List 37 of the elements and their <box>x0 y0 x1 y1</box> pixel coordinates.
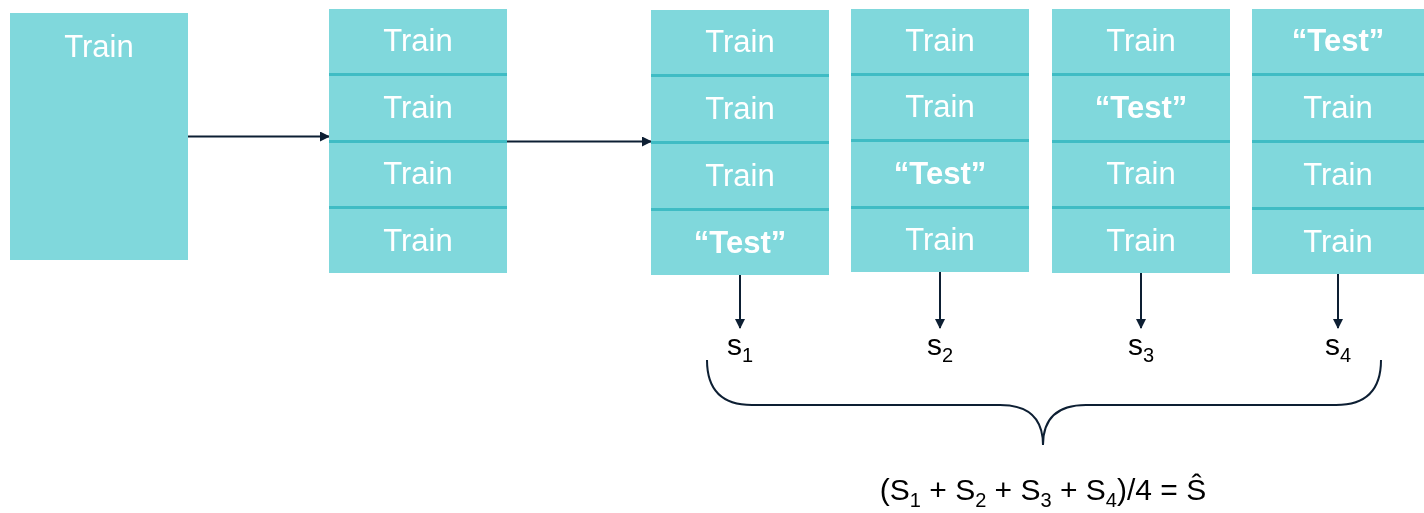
train-fold-cell: Train <box>651 144 829 208</box>
fold-stack <box>1052 9 1230 273</box>
arrow <box>1333 273 1343 329</box>
score-label: s$_{4}$ <box>1313 328 1363 366</box>
train-fold-cell: Train <box>329 75 507 140</box>
fold-stack <box>329 9 507 273</box>
train-fold-cell: Train <box>1252 210 1424 274</box>
score-label: s$_{3}$ <box>1116 328 1166 366</box>
test-fold-cell: “Test” <box>1252 9 1424 73</box>
arrow <box>506 136 652 147</box>
train-fold-cell: Train <box>851 208 1029 272</box>
train-fold-cell: Train <box>1252 76 1424 140</box>
test-fold-cell: “Test” <box>651 211 829 275</box>
average-formula: (S$_{1}$ + S$_{2}$ + S$_{3}$ + S$_{4}$)/4 = Ŝ <box>878 473 1208 512</box>
train-fold-cell: Train <box>651 10 829 74</box>
test-fold-cell: “Test” <box>851 142 1029 206</box>
arrow <box>1136 272 1146 329</box>
arrow <box>187 131 330 142</box>
train-fold-cell: Train <box>1252 143 1424 207</box>
dataset-box: Train <box>10 13 188 260</box>
train-fold-cell: Train <box>651 77 829 141</box>
test-fold-cell: “Test” <box>1052 75 1230 140</box>
train-fold-cell: Train <box>329 9 507 73</box>
train-fold-cell: Train <box>851 75 1029 139</box>
score-label: s$_{1}$ <box>715 328 765 366</box>
train-fold-cell: Train <box>1052 142 1230 207</box>
arrow <box>935 271 945 329</box>
arrow <box>735 274 745 329</box>
train-fold-cell: Train <box>1052 9 1230 73</box>
fold-stack <box>651 10 829 275</box>
train-fold-cell: Train <box>851 9 1029 73</box>
train-fold-cell: Train <box>329 142 507 207</box>
fold-stack <box>851 9 1029 272</box>
train-fold-cell: Train <box>1052 209 1230 273</box>
fold-stack <box>1252 9 1424 274</box>
score-label: s$_{2}$ <box>915 328 965 366</box>
train-fold-cell: Train <box>329 209 507 273</box>
